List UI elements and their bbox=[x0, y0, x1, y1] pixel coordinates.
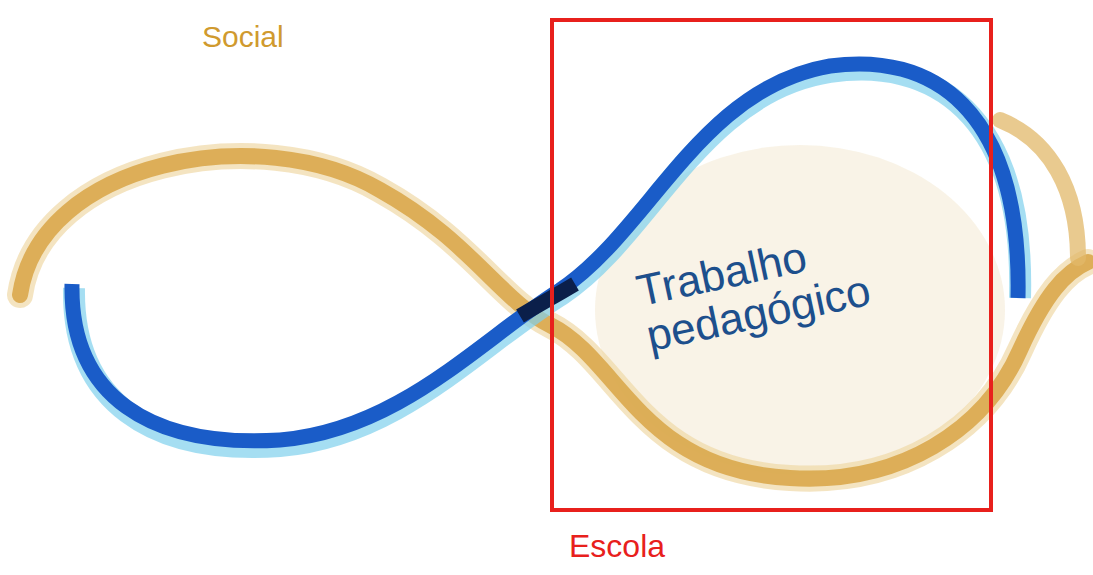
blue-stroke-light bbox=[74, 70, 1020, 447]
blue-stroke-dark bbox=[520, 284, 575, 316]
region-label: Social bbox=[202, 20, 284, 54]
blue-stroke bbox=[72, 64, 1018, 441]
node-title: Escola bbox=[569, 528, 665, 564]
node-heading: Trabalho pedagógico bbox=[633, 207, 946, 359]
region-box: Trabalho pedagógicoEscola bbox=[550, 18, 993, 512]
